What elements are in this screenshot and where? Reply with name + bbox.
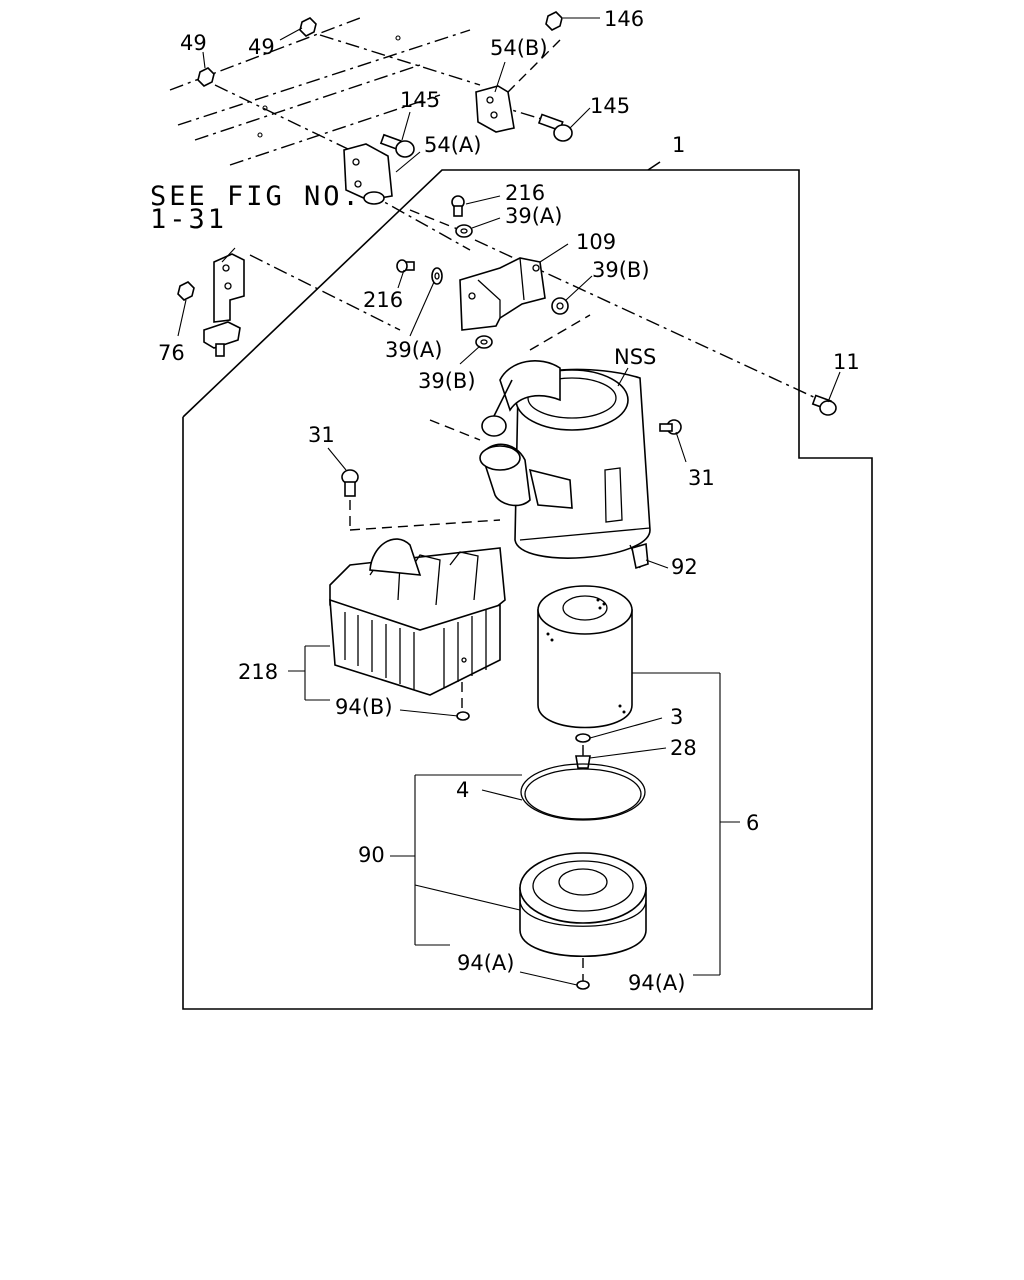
label-94a-right: 94(A)	[628, 971, 685, 995]
label-92: 92	[671, 555, 698, 579]
label-90: 90	[358, 843, 385, 867]
label-39a-top: 39(A)	[505, 204, 562, 228]
label-4: 4	[456, 778, 469, 802]
bolt-145-left[interactable]	[379, 133, 415, 158]
bolt-31-right[interactable]	[659, 419, 682, 435]
label-31-right: 31	[688, 466, 715, 490]
label-39a-low: 39(A)	[385, 338, 442, 362]
washer-39b-low[interactable]	[475, 335, 493, 349]
label-145-left: 145	[400, 88, 440, 112]
label-216-top: 216	[505, 181, 545, 205]
bracket-109[interactable]	[459, 257, 546, 331]
bolt-216-left[interactable]	[396, 259, 415, 273]
label-145-right: 145	[590, 94, 630, 118]
see-fig-bracket	[203, 253, 245, 357]
seal-ring-4[interactable]	[520, 763, 646, 821]
label-3: 3	[670, 705, 683, 729]
label-39b-low: 39(B)	[418, 369, 476, 393]
bolt-11[interactable]	[811, 394, 837, 416]
label-94a-left: 94(A)	[457, 951, 514, 975]
nut-94a[interactable]	[576, 980, 590, 990]
bolt-145-right[interactable]	[537, 113, 573, 142]
washer-39b-right[interactable]	[551, 297, 569, 315]
nut-146[interactable]	[545, 11, 563, 31]
label-nss: NSS	[614, 345, 656, 369]
label-94b: 94(B)	[335, 695, 393, 719]
label-6: 6	[746, 811, 759, 835]
label-1: 1	[672, 133, 685, 157]
label-54b: 54(B)	[490, 36, 548, 60]
label-146: 146	[604, 7, 644, 31]
nut-49-right[interactable]	[299, 17, 317, 37]
label-11: 11	[833, 350, 860, 374]
nut-94b[interactable]	[456, 711, 470, 721]
nut-76[interactable]	[177, 281, 195, 301]
wing-nut-28[interactable]	[575, 748, 591, 769]
label-49-left: 49	[180, 31, 207, 55]
label-see-fig: SEE FIG NO.	[150, 181, 362, 212]
washer-39a-top[interactable]	[455, 224, 473, 238]
label-39b-right: 39(B)	[592, 258, 650, 282]
air-cleaner-housing[interactable]	[479, 360, 651, 569]
label-109: 109	[576, 230, 616, 254]
lower-housing-218[interactable]	[329, 538, 506, 696]
bolt-31-left[interactable]	[341, 469, 359, 497]
washer-3[interactable]	[575, 733, 591, 743]
assembly-boundary	[182, 169, 873, 1010]
filter-element[interactable]	[537, 585, 633, 729]
bracket-54a[interactable]	[343, 143, 393, 205]
label-216-left: 216	[363, 288, 403, 312]
label-28: 28	[670, 736, 697, 760]
label-76: 76	[158, 341, 185, 365]
cover-90[interactable]	[519, 852, 647, 958]
nut-49-left[interactable]	[197, 67, 215, 87]
callout-labels: 49 49 146 54(B) 145 145 54(A) 1 SEE FIG …	[150, 7, 860, 995]
label-54a: 54(A)	[424, 133, 481, 157]
washer-39a-low[interactable]	[431, 267, 443, 285]
label-218: 218	[238, 660, 278, 684]
bolt-216-top[interactable]	[451, 195, 465, 217]
label-see-fig-number: 1-31	[150, 204, 227, 235]
clamp-92[interactable]	[631, 542, 649, 570]
label-31-left: 31	[308, 423, 335, 447]
bracket-54b[interactable]	[475, 85, 515, 133]
label-49-right: 49	[248, 35, 275, 59]
leader-lines	[177, 17, 841, 986]
